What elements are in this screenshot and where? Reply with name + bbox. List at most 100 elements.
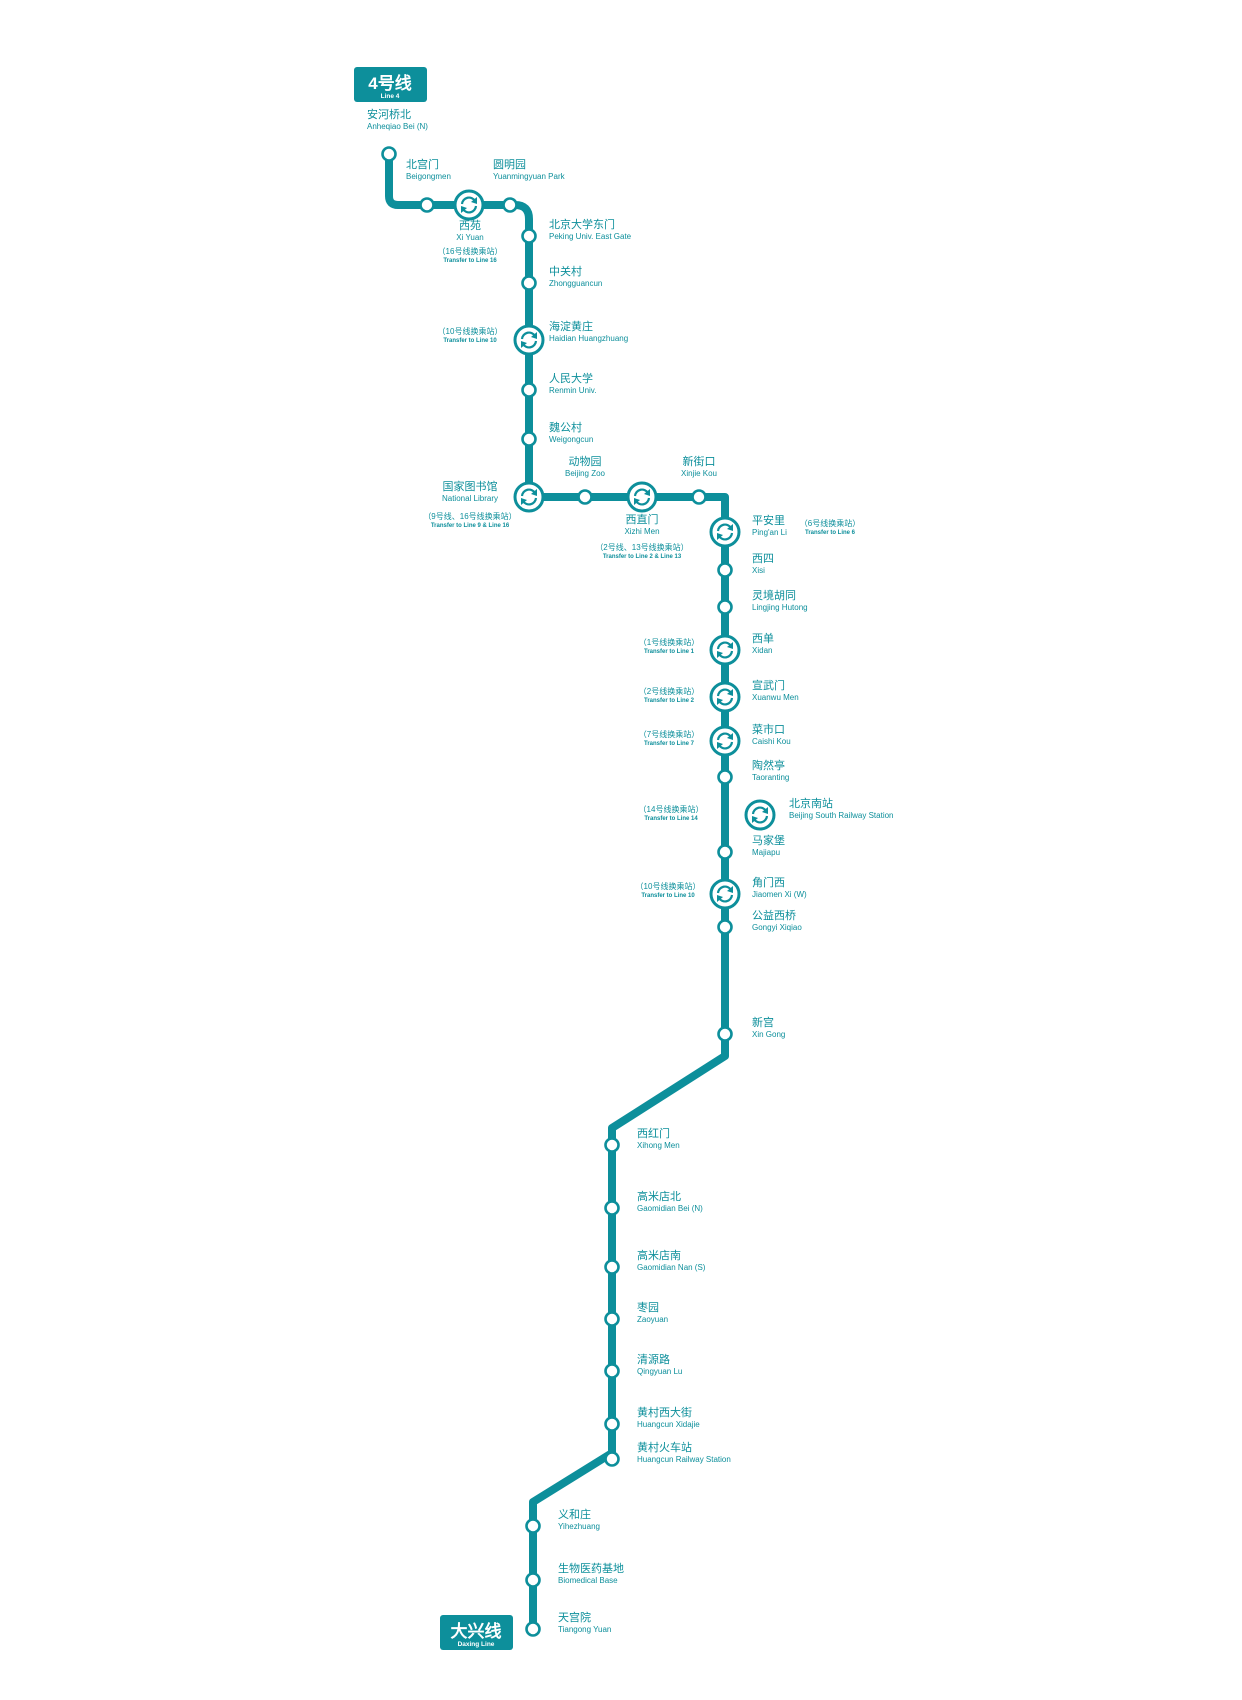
station-marker[interactable] — [717, 599, 733, 615]
interchange-marker[interactable] — [709, 516, 741, 548]
station-name-cn: 北京大学东门 — [549, 217, 615, 231]
station-marker[interactable] — [521, 275, 537, 291]
station-marker[interactable] — [525, 1518, 541, 1534]
station-marker[interactable] — [717, 769, 733, 785]
station-name-en: Weigongcun — [549, 435, 593, 444]
station-name-cn: 菜市口 — [752, 722, 785, 736]
station-marker[interactable] — [604, 1311, 620, 1327]
station-marker[interactable] — [717, 1026, 733, 1042]
station-marker[interactable] — [717, 562, 733, 578]
station-name-cn: 北京南站 — [789, 796, 833, 810]
interchange-marker[interactable] — [709, 634, 741, 666]
transfer-arrows-icon — [460, 196, 478, 214]
station-name-cn: 宣武门 — [752, 678, 785, 692]
route-line — [385, 150, 729, 1633]
station-name-en: Majiapu — [752, 848, 780, 857]
transfer-arrows-icon — [716, 523, 734, 541]
transfer-note-en: Transfer to Line 9 & Line 16 — [431, 523, 510, 529]
transfer-note-en: Transfer to Line 2 & Line 13 — [603, 554, 682, 560]
station-name-cn: 灵境胡同 — [752, 588, 796, 602]
transfer-note-en: Transfer to Line 10 — [443, 338, 497, 344]
interchange-marker[interactable] — [453, 189, 485, 221]
interchange-marker[interactable] — [709, 878, 741, 910]
station-marker[interactable] — [604, 1200, 620, 1216]
station-name-en: Zaoyuan — [637, 1315, 668, 1324]
station-marker[interactable] — [604, 1137, 620, 1153]
transfer-note-cn: （1号线换乘站） — [639, 637, 699, 647]
interchange-marker[interactable] — [709, 681, 741, 713]
station-name-en: Yuanmingyuan Park — [493, 172, 566, 181]
interchange-marker[interactable] — [513, 481, 545, 513]
interchange-marker[interactable] — [513, 324, 545, 356]
station-marker[interactable] — [381, 146, 397, 162]
station-name-en: Beijing South Railway Station — [789, 811, 894, 820]
station-marker[interactable] — [691, 489, 707, 505]
station-name-en: Lingjing Hutong — [752, 603, 808, 612]
station-marker[interactable] — [521, 228, 537, 244]
station-marker[interactable] — [604, 1416, 620, 1432]
transfer-note-cn: （6号线换乘站） — [800, 518, 860, 528]
station-marker[interactable] — [419, 197, 435, 213]
station-name-cn: 西直门 — [626, 512, 659, 526]
transfer-arrows-icon — [716, 641, 734, 659]
station-name-cn: 西红门 — [637, 1126, 670, 1140]
station-marker[interactable] — [525, 1621, 541, 1637]
station-marker[interactable] — [604, 1259, 620, 1275]
transfer-arrows-icon — [520, 331, 538, 349]
interchange-marker[interactable] — [709, 725, 741, 757]
station-marker[interactable] — [521, 382, 537, 398]
transfer-note-cn: （7号线换乘站） — [639, 729, 699, 739]
station-marker[interactable] — [525, 1572, 541, 1588]
station-marker[interactable] — [502, 197, 518, 213]
station-marker[interactable] — [604, 1363, 620, 1379]
station-name-cn: 清源路 — [637, 1352, 670, 1366]
station-name-cn: 动物园 — [569, 454, 602, 468]
station-marker[interactable] — [604, 1451, 620, 1467]
station-marker[interactable] — [577, 489, 593, 505]
station-marker[interactable] — [717, 919, 733, 935]
daxing-line-badge: 大兴线 Daxing Line — [440, 1615, 513, 1650]
station-name-en: Beigongmen — [406, 172, 451, 181]
station-marker[interactable] — [521, 431, 537, 447]
station-name-cn: 马家堡 — [752, 833, 785, 847]
station-marker[interactable] — [717, 844, 733, 860]
station-name-en: Jiaomen Xi (W) — [752, 890, 807, 899]
interchange-marker[interactable] — [744, 799, 776, 831]
interchange-marker[interactable] — [626, 481, 658, 513]
